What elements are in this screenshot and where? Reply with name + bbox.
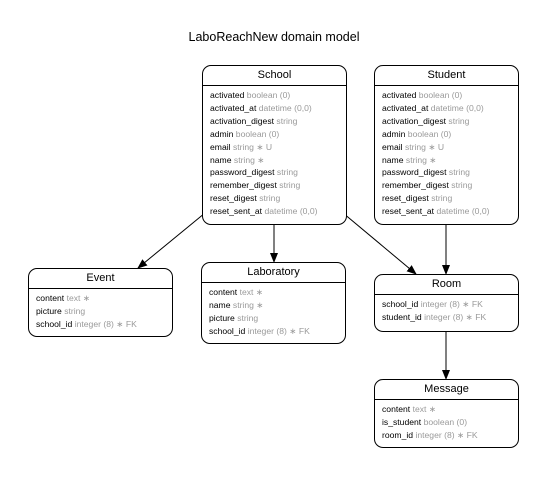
- entity-laboratory-attributes: content text ∗ name string ∗ picture str…: [202, 283, 345, 338]
- attribute-row: activation_digest string: [210, 115, 298, 126]
- attribute-row: picture string: [209, 312, 259, 323]
- entity-room-name: Room: [375, 275, 518, 295]
- diagram-title: LaboReachNew domain model: [188, 30, 360, 44]
- attribute-row: is_student boolean (0): [382, 416, 468, 427]
- attribute-row: reset_sent_at datetime (0,0): [210, 206, 318, 217]
- entity-message[interactable]: Message content text ∗ is_student boolea…: [374, 379, 519, 448]
- attribute-row: room_id integer (8) ∗ FK: [382, 429, 478, 440]
- attribute-row: name string ∗: [210, 154, 265, 165]
- attribute-row: reset_sent_at datetime (0,0): [382, 206, 490, 217]
- entity-student-attributes: activated boolean (0) activated_at datet…: [375, 86, 518, 218]
- edge-school-event: [137, 212, 206, 269]
- entity-event-attributes: content text ∗ picture string school_id …: [29, 289, 172, 331]
- attribute-row: activated_at datetime (0,0): [210, 102, 312, 113]
- attribute-row: picture string: [36, 305, 86, 316]
- attribute-row: name string ∗: [209, 299, 264, 310]
- attribute-row: reset_digest string: [382, 193, 453, 204]
- attribute-row: activated_at datetime (0,0): [382, 102, 484, 113]
- attribute-row: student_id integer (8) ∗ FK: [382, 311, 487, 322]
- attribute-row: password_digest string: [210, 167, 298, 178]
- attribute-row: content text ∗: [382, 404, 437, 414]
- attribute-row: activated boolean (0): [210, 90, 291, 100]
- attribute-row: email string ∗ U: [382, 141, 445, 152]
- attribute-row: activated boolean (0): [382, 90, 463, 100]
- attribute-row: content text ∗: [209, 287, 264, 297]
- entity-laboratory-name: Laboratory: [202, 263, 345, 283]
- entity-school-name: School: [203, 66, 346, 86]
- attribute-row: school_id integer (8) ∗ FK: [36, 318, 137, 329]
- attribute-row: password_digest string: [382, 167, 470, 178]
- entity-event[interactable]: Event content text ∗ picture string scho…: [28, 268, 173, 337]
- entity-school[interactable]: School activated boolean (0) activated_a…: [202, 65, 347, 225]
- attribute-row: activation_digest string: [382, 115, 470, 126]
- attribute-row: school_id integer (8) ∗ FK: [209, 325, 310, 336]
- attribute-row: name string ∗: [382, 154, 437, 165]
- entity-room[interactable]: Room school_id integer (8) ∗ FK student_…: [374, 274, 519, 332]
- edge-school-room: [342, 212, 417, 275]
- entity-message-name: Message: [375, 380, 518, 400]
- attribute-row: school_id integer (8) ∗ FK: [382, 299, 483, 309]
- entity-student-name: Student: [375, 66, 518, 86]
- entity-laboratory[interactable]: Laboratory content text ∗ name string ∗ …: [201, 262, 346, 344]
- attribute-row: admin boolean (0): [210, 128, 280, 139]
- entity-event-name: Event: [29, 269, 172, 289]
- entity-room-attributes: school_id integer (8) ∗ FK student_id in…: [375, 295, 518, 324]
- attribute-row: email string ∗ U: [210, 141, 273, 152]
- attribute-row: content text ∗: [36, 293, 91, 303]
- attribute-row: reset_digest string: [210, 193, 281, 204]
- attribute-row: remember_digest string: [210, 180, 301, 191]
- attribute-row: remember_digest string: [382, 180, 473, 191]
- entity-student[interactable]: Student activated boolean (0) activated_…: [374, 65, 519, 225]
- entity-school-attributes: activated boolean (0) activated_at datet…: [203, 86, 346, 218]
- entity-message-attributes: content text ∗ is_student boolean (0) ro…: [375, 400, 518, 442]
- attribute-row: admin boolean (0): [382, 128, 452, 139]
